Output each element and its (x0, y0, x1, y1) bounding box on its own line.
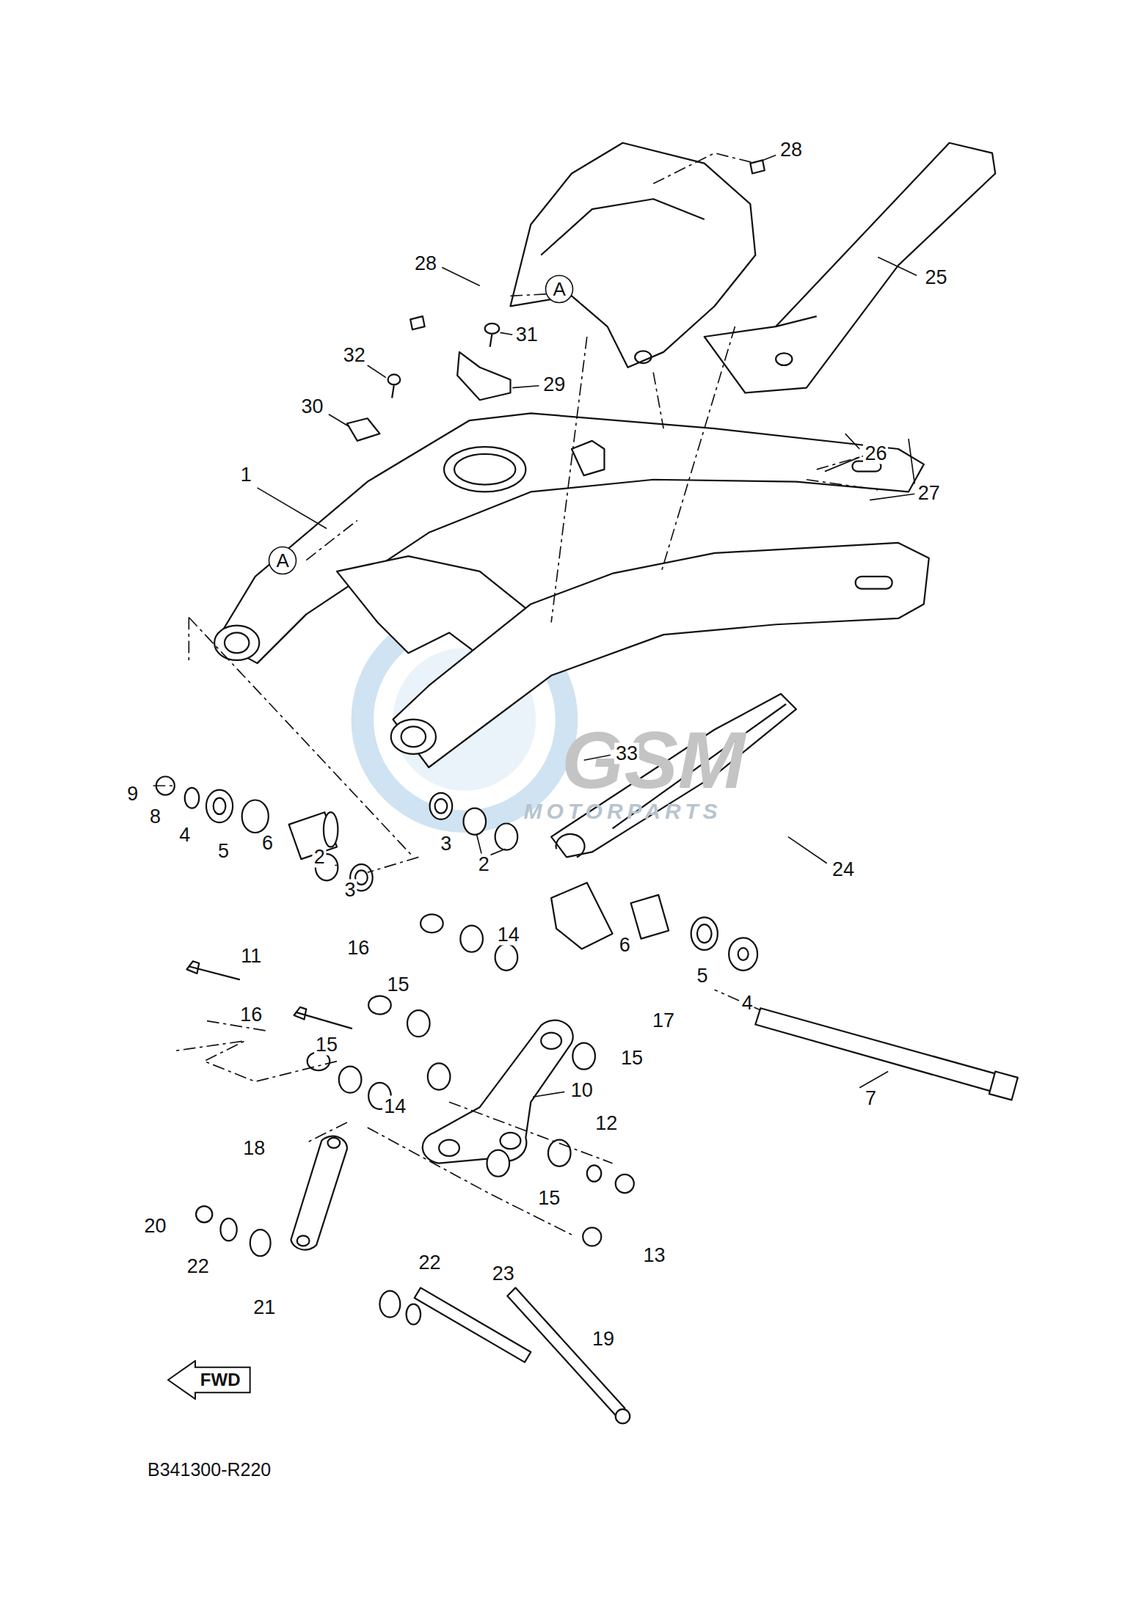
watermark-text: GSM (559, 719, 748, 802)
reference-circle: A (267, 546, 298, 576)
callout-number: 27 (916, 482, 942, 504)
callout-number: 19 (590, 1328, 616, 1350)
callout-number: 14 (382, 1095, 408, 1117)
callout-number: 15 (536, 1187, 562, 1209)
callout-number: 3 (343, 879, 358, 901)
callout-number: 21 (251, 1296, 277, 1319)
callout-number: 15 (385, 974, 411, 996)
callout-number: 15 (619, 1048, 645, 1070)
callout-number: 25 (923, 267, 949, 289)
callout-number: 17 (650, 1009, 676, 1032)
callout-number: 12 (593, 1113, 619, 1135)
callout-number: 29 (541, 374, 567, 396)
reference-letter: A (553, 279, 575, 299)
callout-number: 20 (142, 1215, 168, 1237)
callout-number: 9 (125, 783, 140, 806)
callout-number: 22 (185, 1256, 211, 1278)
callout-number: 1 (239, 463, 254, 486)
callout-number: 33 (614, 742, 640, 764)
callout-number: 14 (496, 924, 522, 946)
callout-number: 16 (345, 937, 371, 960)
callout-number: 5 (695, 965, 709, 987)
callout-number: 32 (341, 344, 367, 367)
callout-number: 7 (863, 1087, 878, 1109)
callout-number: 30 (300, 395, 326, 417)
callout-number: 18 (241, 1137, 267, 1159)
callout-number: 31 (514, 324, 540, 346)
callout-number: 26 (863, 442, 889, 464)
callout-number: 24 (830, 859, 856, 881)
callout-number: 28 (413, 252, 439, 274)
direction-text: FWD (200, 1371, 252, 1390)
callout-number: 10 (569, 1079, 595, 1101)
callout-number: 13 (642, 1244, 668, 1266)
callout-number: 8 (148, 805, 163, 828)
callout-number: 3 (438, 833, 453, 855)
callout-number: 6 (617, 934, 632, 957)
callout-number: 2 (477, 854, 491, 876)
callout-number: 28 (778, 139, 804, 161)
callout-number: 15 (314, 1034, 340, 1057)
callout-number: 4 (177, 824, 192, 846)
callout-number: 11 (239, 945, 263, 968)
callout-number: 16 (238, 1003, 264, 1026)
callout-number: 6 (260, 832, 275, 854)
drawing-code: B341300-R220 (146, 1459, 273, 1480)
callout-number: 23 (490, 1263, 516, 1285)
callout-number: 2 (312, 846, 327, 869)
callout-number: 4 (740, 992, 755, 1015)
callout-number: 5 (216, 841, 231, 863)
callout-number: 22 (417, 1252, 443, 1274)
forward-arrow: FWD (167, 1360, 252, 1401)
reference-circle: A (544, 274, 574, 304)
watermark-text: MOTORPARTS (521, 799, 723, 824)
reference-letter: A (276, 551, 298, 571)
